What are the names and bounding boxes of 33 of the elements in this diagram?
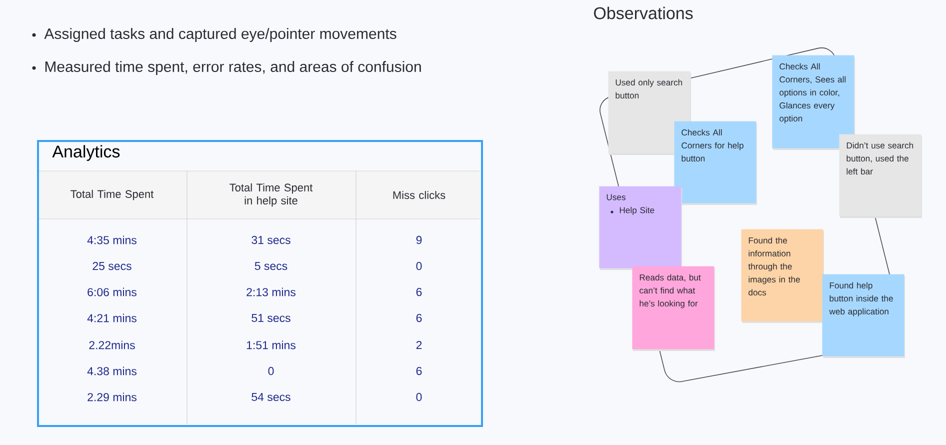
table-cell: 31 secs (252, 236, 290, 244)
section-heading: Observations (594, 6, 693, 20)
table-cell: 0 (268, 366, 274, 376)
bullet-point: Assigned tasks and captured eye/pointer movements (44, 28, 396, 42)
sticky-note: Uses Help Site (599, 186, 682, 270)
bullet-point: Measured time spent, error rates, and areas of confusion (45, 61, 421, 75)
table-cell: 5 secs (254, 262, 288, 270)
table-cell: 4.38 mins (87, 366, 136, 376)
table-cell: 9 (416, 236, 422, 244)
table-cell: 51 secs (252, 314, 290, 322)
table-cell: 6 (416, 366, 422, 376)
table-cell: 54 secs (252, 393, 290, 402)
table-cell: 6 (416, 288, 422, 296)
sticky-note: Reads data, but can’t find what he’s looking for (632, 266, 715, 351)
table-cell: 0 (416, 262, 422, 270)
table-cell: 2.22mins (89, 340, 135, 350)
table-cell: 25 secs (92, 262, 132, 270)
sticky-note: Didn’t use search button, used the left bar (839, 134, 922, 218)
table-cell: 2 (416, 341, 422, 350)
sticky-note: Checks All Corners for help button (674, 121, 757, 205)
table-cell: 1:51 mins (246, 340, 296, 350)
column-header: Total Time Spent in help site (230, 183, 313, 207)
sticky-note: Found help button inside the web application (822, 274, 905, 358)
column-header: Total Time Spent (70, 190, 154, 200)
table-cell: 0 (416, 392, 422, 402)
table-cell: 4:21 mins (87, 314, 136, 322)
column-header: Miss clicks (393, 190, 446, 200)
sticky-note: Found the information through the images in the docs (741, 229, 824, 323)
table-cell: 2.29 mins (88, 392, 136, 402)
table-cell: 6:06 mins (88, 288, 136, 296)
table-cell: 6 (416, 314, 422, 322)
table-cell: 4:35 mins (87, 236, 136, 244)
table-cell: 2:13 mins (246, 288, 296, 296)
